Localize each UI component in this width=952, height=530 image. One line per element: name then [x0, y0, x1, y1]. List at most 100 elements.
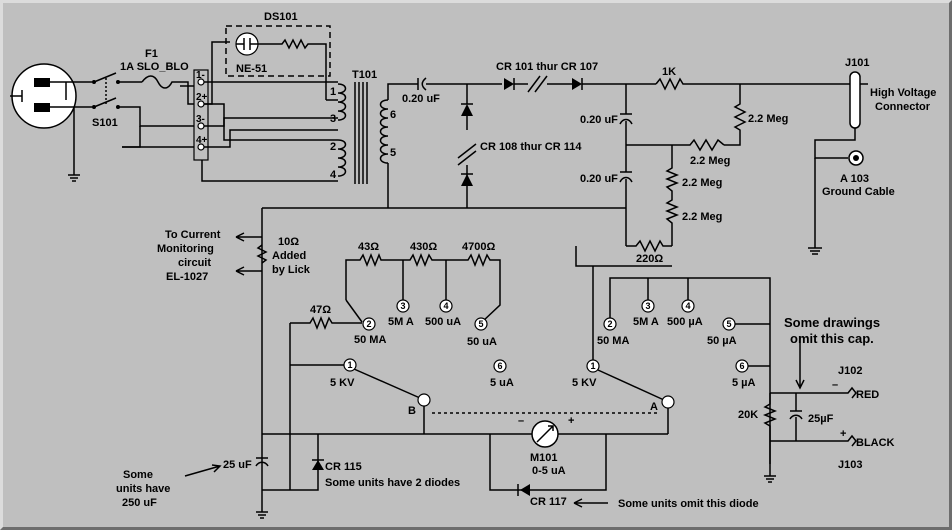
meter-range: 0-5 uA	[532, 465, 566, 477]
note-text: 250 uF	[122, 497, 157, 509]
res-label: 220Ω	[636, 253, 663, 265]
note-text: Some units omit this diode	[618, 498, 759, 510]
res-label: 47Ω	[310, 304, 331, 316]
switch-pos-num: 5	[478, 319, 483, 329]
switch-pos-num: 1	[347, 360, 352, 370]
switch-pos-num: 2	[607, 319, 612, 329]
left-range-switch: 43Ω 430Ω 4700Ω 47Ω 2 50 MA 3 5M A 4 500 …	[289, 241, 514, 490]
terminal-label: 2+	[196, 92, 208, 103]
switch-pos-label: 5 uA	[490, 377, 514, 389]
fuse: F1 1A SLO_BLO	[118, 48, 189, 89]
neon-type: NE-51	[236, 63, 267, 75]
res-label: 4700Ω	[462, 241, 495, 253]
switch-pos-label: 5M A	[388, 316, 414, 328]
transformer-ref: T101	[352, 69, 377, 81]
note-text: To Current	[165, 229, 221, 241]
fuse-rating: 1A SLO_BLO	[120, 61, 189, 73]
switch-pos-label: 500 uA	[425, 316, 461, 328]
hv-connector: J101 High Voltage Connector A 103 Ground…	[808, 57, 936, 255]
connector-ref: J101	[845, 57, 869, 69]
note-text: circuit	[178, 257, 211, 269]
diode-string-cr108: CR 108 thur CR 114	[457, 84, 582, 208]
res-label: 430Ω	[410, 241, 437, 253]
switch-pos-label: 500 µA	[667, 316, 703, 328]
pin-label: 2	[330, 141, 336, 153]
switch-pos-label: 50 uA	[467, 336, 497, 348]
filter-caps: 0.20 uF 0.20 uF	[580, 84, 633, 246]
pin-label: 5	[390, 147, 396, 159]
switch-pos-label: 50 MA	[354, 334, 386, 346]
res-label: 10Ω	[278, 236, 299, 248]
note-text: EL-1027	[166, 271, 208, 283]
switch-pos-num: 5	[726, 319, 731, 329]
right-range-switch: 2 50 MA 3 5M A 4 500 µA 5 50 µA 1 5 KV 6…	[572, 246, 771, 464]
res-label: 2.2 Meg	[748, 113, 788, 125]
diode-label: CR 108 thur CR 114	[480, 141, 582, 153]
ground-ref: A 103	[840, 173, 869, 185]
switch-pos-num: 1	[590, 361, 595, 371]
connector-label: Connector	[875, 101, 931, 113]
switch-pos-label: 50 µA	[707, 335, 737, 347]
pin-label: 6	[390, 109, 396, 121]
cap-label: 0.20 uF	[580, 114, 618, 126]
switch-pos-num: 4	[685, 301, 690, 311]
cap-label: 0.20 uF	[580, 173, 618, 185]
connector-label: High Voltage	[870, 87, 936, 99]
note-text: omit this cap.	[790, 331, 874, 346]
note-text: units have	[116, 483, 170, 495]
ground-label: Ground Cable	[822, 186, 895, 198]
switch-pos-label: 5 µA	[732, 377, 756, 389]
cap-label: 0.20 uF	[402, 93, 440, 105]
capacitor-020uF-series: 0.20 uF	[402, 77, 502, 105]
wiper-label: A	[650, 401, 658, 413]
res-label: 1K	[662, 66, 676, 78]
jack-label: RED	[856, 389, 879, 401]
meter-ref: M101	[530, 452, 558, 464]
resistor-1k: 1K	[655, 66, 850, 91]
jack-sign: +	[840, 428, 846, 440]
pin-label: 3	[330, 113, 336, 125]
switch-pos-num: 3	[400, 301, 405, 311]
switch-pos-num: 6	[739, 361, 744, 371]
pin-label: 4	[330, 169, 337, 181]
switch-pos-num: 6	[497, 361, 502, 371]
terminal-label: 1-	[196, 70, 205, 81]
cap-label: 25µF	[808, 413, 834, 425]
transformer: T101 1 3 2 4 6 5	[330, 69, 396, 184]
terminal-label: 4+	[196, 135, 208, 146]
res-label: 2.2 Meg	[682, 211, 722, 223]
fuse-ref: F1	[145, 48, 158, 60]
jack-sign: –	[832, 379, 838, 391]
diode-label: CR 101 thur CR 107	[496, 61, 598, 73]
pin-label: 1	[330, 86, 336, 98]
terminal-block: 1- 2+ 3- 4+	[193, 69, 209, 161]
note-text: Added	[272, 250, 306, 262]
wiper-label: B	[408, 405, 416, 417]
neon-lamp: DS101 NE-51	[225, 11, 338, 101]
switch-pos-num: 3	[645, 301, 650, 311]
note-text: Some drawings	[784, 315, 880, 330]
switch-pos-num: 2	[366, 319, 371, 329]
note-text: Monitoring	[157, 243, 214, 255]
switch-ref: S101	[92, 117, 118, 129]
switch-pos-num: 4	[443, 301, 448, 311]
diode-label: CR 117	[530, 496, 567, 508]
diode-string-cr101: CR 101 thur CR 107	[496, 61, 656, 93]
note-text: Some units have 2 diodes	[325, 477, 460, 489]
meter-sign: –	[518, 415, 524, 427]
schematic-diagram: S101 F1 1A SLO_BLO 1- 2+ 3- 4+ DS101 NE-…	[10, 11, 936, 519]
terminal-label: 3-	[196, 114, 205, 125]
switch-pos-label: 5 KV	[572, 377, 597, 389]
switch-pos-label: 5M A	[633, 316, 659, 328]
res-label: 43Ω	[358, 241, 379, 253]
switch-pos-label: 5 KV	[330, 377, 355, 389]
diode-label: CR 115	[325, 461, 362, 473]
jack-ref: J102	[838, 365, 862, 377]
meter-sign: +	[568, 415, 574, 427]
switch-pos-label: 50 MA	[597, 335, 629, 347]
note-text: Some	[123, 469, 153, 481]
meter-m101: – + M101 0-5 uA CR 117 Some units omit t…	[489, 415, 759, 510]
neon-ref: DS101	[264, 11, 298, 23]
res-label: 20K	[738, 409, 758, 421]
